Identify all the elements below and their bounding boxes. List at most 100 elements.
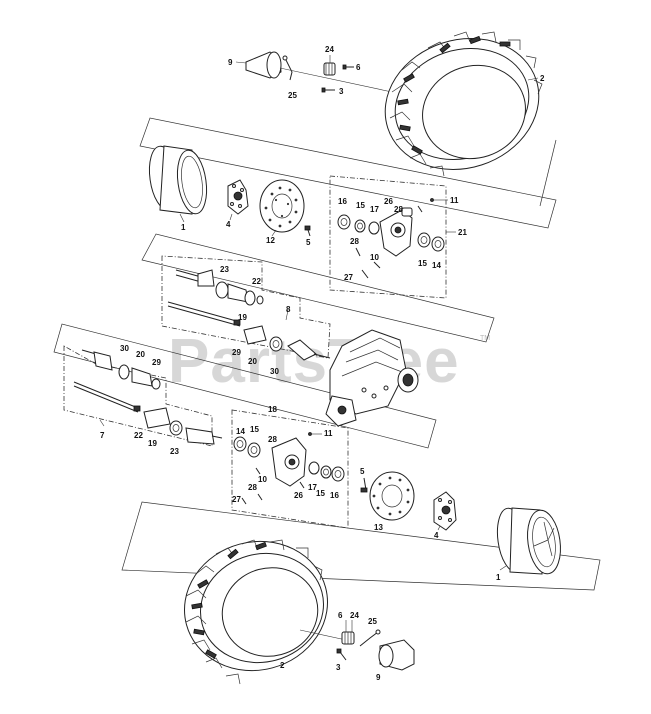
lower-rim (496, 507, 561, 575)
label-top-bolt-3: 3 (339, 87, 344, 96)
label-axle-upper-30: 30 (270, 367, 279, 376)
upper-knuckle-pins (355, 205, 423, 279)
upper-long-shaft (167, 301, 241, 327)
label-rim-upper: 1 (181, 223, 186, 232)
label-kn-lower-15a: 15 (250, 425, 259, 434)
label-top-tire: 2 (540, 74, 545, 83)
upper-bolt-5 (304, 225, 311, 237)
bottom-cap (378, 639, 415, 671)
label-kn-lower-14: 14 (236, 427, 245, 436)
label-axle-lower-20: 20 (136, 350, 145, 359)
label-kn-upper-16: 16 (338, 197, 347, 206)
label-axle-lower-23: 23 (170, 447, 179, 456)
label-top-cap: 9 (228, 58, 233, 67)
label-kn-upper-11: 11 (450, 196, 459, 205)
label-kn-lower-28b: 28 (248, 483, 257, 492)
label-kn-lower-28a: 28 (268, 435, 277, 444)
upper-brake-disc (259, 179, 305, 233)
label-axle-upper-19: 19 (238, 313, 247, 322)
label-rim-lower: 1 (496, 573, 501, 582)
label-bot-cap: 9 (376, 673, 381, 682)
label-kn-lower-10: 10 (258, 475, 267, 484)
upper-boot-b (243, 325, 331, 361)
top-tire (384, 31, 543, 177)
label-kn-upper-21: 21 (458, 228, 467, 237)
label-top-nut: 24 (325, 45, 334, 54)
upper-rim (148, 145, 208, 215)
label-kn-upper-27: 27 (344, 273, 353, 282)
part-number-labels: 9 25 24 6 3 2 1 4 12 5 16 15 17 26 28 11… (100, 45, 545, 682)
label-axle-upper-20: 20 (248, 357, 257, 366)
label-bot-bolt6: 6 (338, 611, 343, 620)
label-axle-lower-19: 19 (148, 439, 157, 448)
label-kn-upper-14: 14 (432, 261, 441, 270)
label-bot-valve: 25 (368, 617, 377, 626)
label-kn-upper-15a: 15 (356, 201, 365, 210)
label-kn-lower-17: 17 (308, 483, 317, 492)
label-bot-nut: 24 (350, 611, 359, 620)
lower-band-outline (121, 501, 601, 591)
upper-hub (227, 179, 249, 215)
label-disc-lower: 13 (374, 523, 383, 532)
upper-axle-shaft-a (175, 269, 215, 287)
label-kn-lower-18: 18 (268, 405, 277, 414)
trademark-mark: TM (480, 335, 490, 342)
top-bolt-3 (321, 87, 335, 93)
label-kn-lower-11: 11 (324, 429, 333, 438)
top-lug-nut (323, 62, 336, 76)
lower-axle-band-outline (53, 323, 437, 449)
label-bolt5-upper: 5 (306, 238, 311, 247)
top-bolt-6 (342, 64, 354, 70)
label-hub-upper: 4 (226, 220, 231, 229)
label-kn-upper-26: 26 (384, 197, 393, 206)
label-axle-lower-22: 22 (134, 431, 143, 440)
bottom-tire (184, 539, 328, 685)
label-kn-upper-28a: 28 (394, 205, 403, 214)
upper-axle-dashed-box (161, 255, 331, 359)
label-bot-tire: 2 (280, 661, 285, 670)
upper-knuckle (379, 207, 413, 257)
upper-boot-a (215, 281, 264, 306)
label-kn-upper-17: 17 (370, 205, 379, 214)
label-axle-upper-23: 23 (220, 265, 229, 274)
upper-band-outline (139, 117, 557, 229)
label-axle-lower-30: 30 (120, 344, 129, 353)
lower-axle-dashed-box (63, 345, 213, 447)
label-kn-upper-28b: 28 (350, 237, 359, 246)
lower-long-shaft (73, 381, 141, 413)
bottom-valve-stem (359, 629, 381, 647)
label-axle-upper-29: 29 (232, 348, 241, 357)
label-kn-upper-15b: 15 (418, 259, 427, 268)
lower-bolt-5 (360, 477, 368, 493)
label-axle-lower-29: 29 (152, 358, 161, 367)
lower-brake-disc (369, 471, 415, 521)
label-axle-upper-8: 8 (286, 305, 291, 314)
top-valve-stem (282, 55, 293, 81)
lower-hub (433, 491, 457, 531)
upper-axle-band-outline (141, 233, 495, 343)
label-kn-lower-27: 27 (232, 495, 241, 504)
lower-bearings (233, 436, 345, 482)
differential (325, 329, 419, 427)
bottom-bolt-3 (336, 648, 347, 661)
label-bot-bolt3: 3 (336, 663, 341, 672)
bottom-lug-nut (341, 631, 355, 645)
label-top-valve: 25 (288, 91, 297, 100)
lower-knuckle (271, 437, 307, 487)
label-kn-lower-15b: 15 (316, 489, 325, 498)
label-axle-upper-22: 22 (252, 277, 261, 286)
upper-bearings (337, 214, 445, 252)
label-axle-lower-7: 7 (100, 431, 105, 440)
label-bolt5-lower: 5 (360, 467, 365, 476)
lower-boot-b (143, 407, 223, 445)
lower-axle-shaft-a (81, 349, 161, 390)
label-top-bolt-6: 6 (356, 63, 361, 72)
upper-knuckle-box (329, 175, 447, 299)
label-kn-upper-10: 10 (370, 253, 379, 262)
label-hub-lower: 4 (434, 531, 439, 540)
label-disc-upper: 12 (266, 236, 275, 245)
label-kn-lower-26: 26 (294, 491, 303, 500)
label-kn-lower-16: 16 (330, 491, 339, 500)
lower-knuckle-pins (241, 467, 305, 505)
